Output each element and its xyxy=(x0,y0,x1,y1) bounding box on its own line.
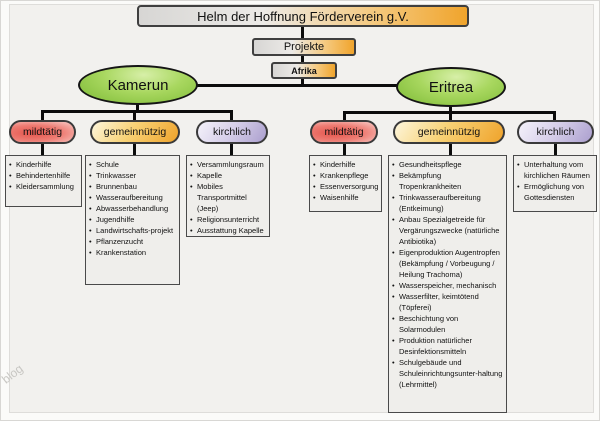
connector xyxy=(230,112,233,121)
list-item: Krankenstation xyxy=(89,247,177,258)
connector xyxy=(41,143,44,156)
list-item: Waisenhilfe xyxy=(313,192,379,203)
list-item: Ermöglichung von Gottesdiensten xyxy=(517,181,594,203)
connector xyxy=(449,113,452,121)
list-item: Krankenpflege xyxy=(313,170,379,181)
connector xyxy=(41,112,44,121)
category-kamerun-gemeinnuetzig: gemeinnützig xyxy=(90,120,180,144)
category-eritrea-gemeinnuetzig: gemeinnützig xyxy=(393,120,505,144)
connector xyxy=(133,112,136,121)
item-list: Unterhaltung vom kirchlichen RäumenErmög… xyxy=(517,159,594,203)
list-item: Jugendhilfe xyxy=(89,214,177,225)
category-kamerun-kirchlich: kirchlich xyxy=(196,120,268,144)
category-eritrea-kirchlich: kirchlich xyxy=(517,120,594,144)
connector xyxy=(554,143,557,156)
item-list: KinderhilfeKrankenpflegeEssenversorgungW… xyxy=(313,159,379,203)
list-item: Pflanzenzucht xyxy=(89,236,177,247)
list-item: Wasserfilter, keimtötend (Töpferei) xyxy=(392,291,504,313)
list-item: Versammlungsraum xyxy=(190,159,267,170)
list-item: Schulgebäude und Schuleinrichtungsunter-… xyxy=(392,357,504,390)
list-item: Ausstattung Kapelle xyxy=(190,225,267,236)
list-item: Behindertenhilfe xyxy=(9,170,79,181)
item-list: KinderhilfeBehindertenhilfeKleidersammlu… xyxy=(9,159,79,192)
list-item: Wasseraufbereitung xyxy=(89,192,177,203)
region-node: Afrika xyxy=(271,62,337,79)
connector xyxy=(301,78,304,87)
connector xyxy=(449,105,452,113)
connector xyxy=(133,143,136,156)
items-kamerun-gemeinnuetzig: SchuleTrinkwasserBrunnenbauWasseraufbere… xyxy=(85,155,180,285)
items-kamerun-kirchlich: VersammlungsraumKapelleMobiles Transport… xyxy=(186,155,270,237)
connector xyxy=(343,143,346,156)
list-item: Trinkwasseraufbereitung (Entkeimung) xyxy=(392,192,504,214)
list-item: Bekämpfung Tropenkrankheiten xyxy=(392,170,504,192)
item-list: VersammlungsraumKapelleMobiles Transport… xyxy=(190,159,267,236)
connector xyxy=(343,111,556,114)
connector xyxy=(449,143,452,156)
country-node-kamerun: Kamerun xyxy=(78,65,198,105)
list-item: Trinkwasser xyxy=(89,170,177,181)
items-eritrea-mildtaetig: KinderhilfeKrankenpflegeEssenversorgungW… xyxy=(309,155,382,212)
connector xyxy=(41,110,233,113)
connector xyxy=(197,84,398,87)
connector xyxy=(343,113,346,121)
item-list: SchuleTrinkwasserBrunnenbauWasseraufbere… xyxy=(89,159,177,258)
root-node: Helm der Hoffnung Förderverein g.V. xyxy=(137,5,469,27)
connector xyxy=(301,26,304,39)
category-kamerun-mildtaetig: mildtätig xyxy=(9,120,76,144)
list-item: Gesundheitspflege xyxy=(392,159,504,170)
list-item: Wasserspeicher, mechanisch xyxy=(392,280,504,291)
list-item: Abwasserbehandlung xyxy=(89,203,177,214)
projects-node: Projekte xyxy=(252,38,356,56)
connector xyxy=(136,103,139,112)
list-item: Brunnenbau xyxy=(89,181,177,192)
list-item: Anbau Spezialgetreide für Vergärungszwec… xyxy=(392,214,504,247)
items-eritrea-gemeinnuetzig: GesundheitspflegeBekämpfung Tropenkrankh… xyxy=(388,155,507,413)
list-item: Kleidersammlung xyxy=(9,181,79,192)
list-item: Mobiles Transportmittel (Jeep) xyxy=(190,181,267,214)
list-item: Religionsunterricht xyxy=(190,214,267,225)
list-item: Kinderhilfe xyxy=(9,159,79,170)
items-kamerun-mildtaetig: KinderhilfeBehindertenhilfeKleidersammlu… xyxy=(5,155,82,207)
list-item: Landwirtschafts-projekt xyxy=(89,225,177,236)
connector xyxy=(301,55,304,63)
list-item: Schule xyxy=(89,159,177,170)
list-item: Kinderhilfe xyxy=(313,159,379,170)
list-item: Eigenproduktion Augentropfen (Bekämpfung… xyxy=(392,247,504,280)
item-list: GesundheitspflegeBekämpfung Tropenkrankh… xyxy=(392,159,504,390)
country-node-eritrea: Eritrea xyxy=(396,67,506,107)
items-eritrea-kirchlich: Unterhaltung vom kirchlichen RäumenErmög… xyxy=(513,155,597,212)
list-item: Kapelle xyxy=(190,170,267,181)
list-item: Beschichtung von Solarmodulen xyxy=(392,313,504,335)
connector xyxy=(230,143,233,156)
connector xyxy=(553,113,556,121)
list-item: Essenversorgung xyxy=(313,181,379,192)
category-eritrea-mildtaetig: mildtätig xyxy=(310,120,378,144)
list-item: Unterhaltung vom kirchlichen Räumen xyxy=(517,159,594,181)
list-item: Produktion natürlicher Desinfektionsmitt… xyxy=(392,335,504,357)
